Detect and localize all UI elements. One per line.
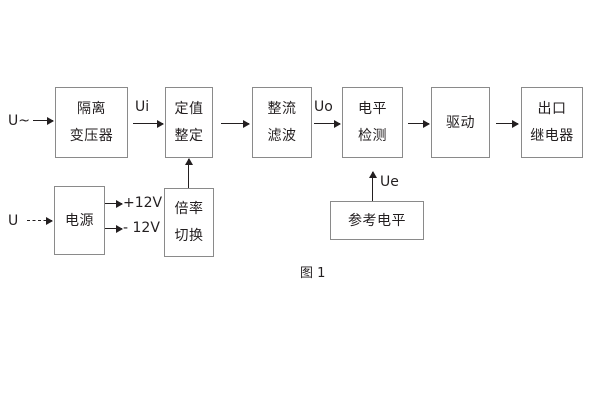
block-setting-value: 定值 整定 (165, 87, 213, 158)
block-reference-level: 参考电平 (330, 201, 424, 240)
arrow-rectify-to-level (314, 119, 341, 128)
block-line: 整流 (267, 101, 297, 117)
block-line: 整定 (174, 128, 204, 144)
arrow-setting-to-rectify (221, 119, 250, 128)
arrow-input-to-isolation (33, 116, 54, 125)
block-line: 电源 (65, 212, 94, 229)
label-ue: Ue (380, 174, 399, 190)
label-rail-positive: +12V (123, 195, 163, 211)
arrow-isolation-to-setting (133, 119, 164, 128)
block-drive: 驱动 (431, 87, 490, 158)
block-line: 滤波 (267, 128, 297, 144)
arrow-reference-to-level (368, 171, 377, 201)
input-label-u-ac: U~ (8, 113, 30, 129)
arrow-multiplier-to-setting (184, 158, 193, 188)
arrow-rail-negative (105, 224, 123, 233)
block-level-detection: 电平 检测 (342, 87, 403, 158)
block-line: 隔离 (77, 101, 106, 117)
block-line: 电平 (358, 101, 387, 117)
block-line: 定值 (174, 101, 204, 117)
block-line: 检测 (358, 128, 387, 144)
arrow-input-to-power-supply (27, 217, 53, 225)
arrow-drive-to-output-relay (496, 119, 519, 128)
block-line: 切换 (174, 228, 204, 244)
block-line: 出口 (537, 101, 567, 117)
block-line: 倍率 (174, 201, 204, 217)
block-line: 继电器 (530, 128, 574, 144)
arrow-level-to-drive (408, 119, 430, 128)
block-rectify-filter: 整流 滤波 (252, 87, 312, 158)
block-multiplier-switch: 倍率 切换 (164, 188, 214, 257)
block-line: 变压器 (69, 128, 114, 144)
label-uo: Uo (314, 99, 333, 115)
label-rail-negative: - 12V (123, 220, 160, 236)
figure-caption: 图 1 (300, 266, 326, 281)
block-power-supply: 电源 (54, 186, 105, 255)
block-output-relay: 出口 继电器 (521, 87, 583, 158)
label-ui: Ui (135, 99, 150, 115)
block-isolation-transformer: 隔离 变压器 (55, 87, 128, 158)
input-label-u-dc: U (8, 213, 19, 229)
block-line: 参考电平 (348, 212, 406, 229)
arrow-rail-positive (105, 199, 123, 208)
block-line: 驱动 (446, 114, 475, 131)
